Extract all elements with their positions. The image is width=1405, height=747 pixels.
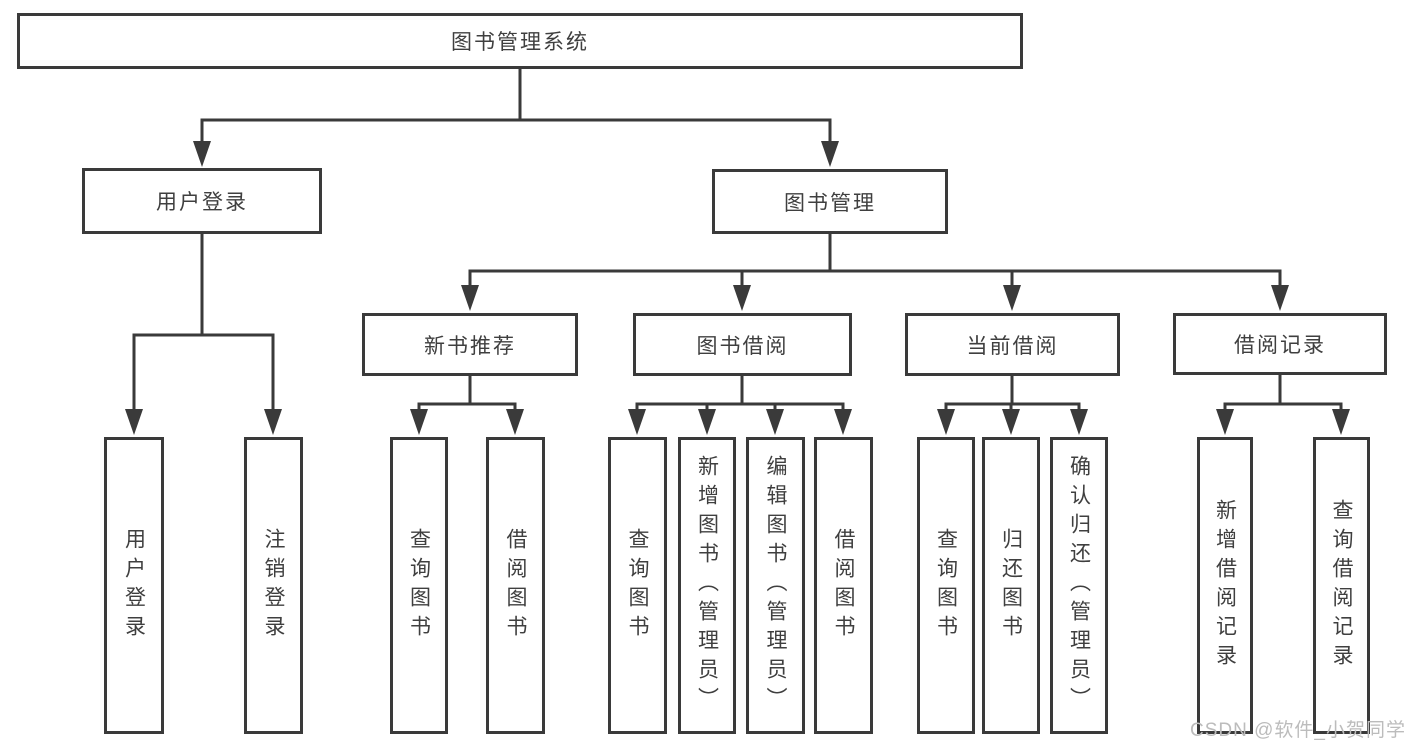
leaf-confirm-return-admin: 确认归还（管理员） bbox=[1050, 437, 1108, 734]
node-library-management-system: 图书管理系统 bbox=[17, 13, 1023, 69]
node-current-borrowing: 当前借阅 bbox=[905, 313, 1120, 376]
node-book-management-branch: 图书管理 bbox=[712, 169, 948, 234]
leaf-user-login: 用户登录 bbox=[104, 437, 164, 734]
leaf-query-books-borrow: 查询图书 bbox=[608, 437, 667, 734]
leaf-borrow-books: 借阅图书 bbox=[814, 437, 873, 734]
node-borrowing-records: 借阅记录 bbox=[1173, 313, 1387, 375]
leaf-query-books-newbook: 查询图书 bbox=[390, 437, 448, 734]
leaf-return-books: 归还图书 bbox=[982, 437, 1040, 734]
leaf-add-borrow-record: 新增借阅记录 bbox=[1197, 437, 1253, 734]
leaf-query-borrow-record: 查询借阅记录 bbox=[1313, 437, 1370, 734]
leaf-edit-books-admin: 编辑图书（管理员） bbox=[746, 437, 805, 734]
leaf-borrow-books-newbook: 借阅图书 bbox=[486, 437, 545, 734]
csdn-watermark: CSDN @软件_小贺同学 bbox=[1190, 720, 1405, 741]
leaf-add-books-admin: 新增图书（管理员） bbox=[678, 437, 736, 734]
node-book-borrowing: 图书借阅 bbox=[633, 313, 852, 376]
node-new-book-recommend: 新书推荐 bbox=[362, 313, 578, 376]
leaf-query-books-current: 查询图书 bbox=[917, 437, 975, 734]
leaf-logout: 注销登录 bbox=[244, 437, 303, 734]
node-user-login-branch: 用户登录 bbox=[82, 168, 322, 234]
